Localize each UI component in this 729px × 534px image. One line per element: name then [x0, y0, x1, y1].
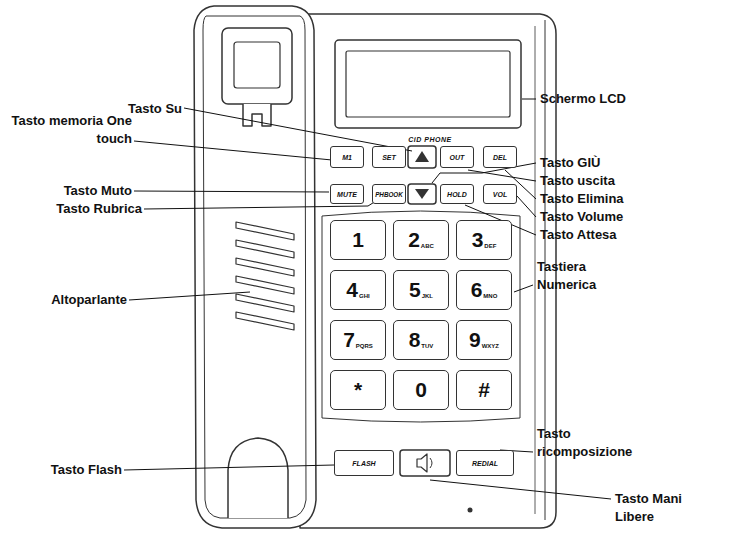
function-key: FLASH: [334, 450, 394, 476]
function-key: VOL: [483, 184, 517, 204]
key-label: 9: [469, 328, 481, 352]
keypad-key: *: [330, 370, 386, 410]
callout-label: Tastiera Numerica: [537, 258, 627, 293]
mouthpiece: [228, 438, 288, 518]
key-label: *: [354, 378, 362, 402]
function-key: OUT: [440, 146, 474, 168]
lcd-screen: [346, 51, 510, 117]
callout-label: Tasto Volume: [540, 208, 690, 226]
key-label: 7: [343, 328, 355, 352]
key-label: 4: [346, 278, 358, 302]
keypad-key: 7PQRS: [330, 320, 386, 360]
keypad-key: 1: [330, 220, 386, 260]
key-label: PHBOOK: [375, 191, 403, 198]
keypad-key: 9WXYZ: [456, 320, 512, 360]
key-label: 8: [409, 328, 421, 352]
handset: [194, 6, 316, 528]
key-label: 0: [415, 378, 427, 402]
callout-label: Tasto Muto: [6, 182, 132, 200]
callout-label: Tasto Rubrica: [6, 200, 142, 218]
key-label: 5: [409, 278, 421, 302]
callout-label: Tasto Flash: [6, 461, 122, 479]
callout-label: Tasto uscita: [540, 172, 690, 190]
key-letters: TUV: [421, 343, 433, 349]
keypad-key: 6MNO: [456, 270, 512, 310]
key-label: #: [478, 378, 490, 402]
key-label: DEL: [493, 154, 507, 161]
key-letters: JKL: [422, 293, 433, 299]
keypad-panel: [322, 211, 520, 422]
key-label: MUTE: [337, 191, 357, 198]
key-label: SET: [382, 154, 396, 161]
earpiece: [222, 28, 292, 104]
callout-label: Tasto GIÙ: [540, 154, 690, 172]
key-label: 1: [352, 228, 364, 252]
callout-label: Tasto ricomposizione: [537, 425, 637, 460]
keypad-key: 0: [393, 370, 449, 410]
function-key: DEL: [483, 146, 517, 168]
key-label: VOL: [493, 191, 507, 198]
handsfree-button: [400, 450, 450, 476]
function-key: MUTE: [330, 184, 364, 204]
callout-label: Altoparlante: [6, 291, 127, 309]
keypad-key: 3DEF: [456, 220, 512, 260]
lcd-frame: [335, 40, 521, 128]
keypad-key: 8TUV: [393, 320, 449, 360]
keypad-key: 2ABC: [393, 220, 449, 260]
key-letters: GHI: [359, 293, 370, 299]
key-label: 2: [408, 228, 420, 252]
key-label: 3: [472, 228, 484, 252]
keypad-key: 5JKL: [393, 270, 449, 310]
function-key: M1: [330, 146, 364, 168]
key-letters: MNO: [483, 293, 497, 299]
key-label: REDIAL: [472, 460, 498, 467]
callout-label: Schermo LCD: [540, 90, 690, 108]
key-letters: WXYZ: [482, 343, 499, 349]
keypad-key: #: [456, 370, 512, 410]
brand-label: CiD PHONE: [378, 136, 482, 143]
key-label: FLASH: [352, 460, 375, 467]
key-letters: PQRS: [356, 343, 373, 349]
down-button: [408, 184, 436, 204]
up-button: [408, 146, 436, 168]
key-label: 6: [471, 278, 483, 302]
speaker-grille: [236, 222, 294, 330]
callout-label: Tasto Mani Libere: [615, 490, 715, 525]
hook-tab: [243, 104, 271, 126]
key-label: HOLD: [447, 191, 467, 198]
function-key: PHBOOK: [372, 184, 406, 204]
function-key: HOLD: [440, 184, 474, 204]
function-key: REDIAL: [456, 450, 514, 476]
keypad-key: 4GHI: [330, 270, 386, 310]
key-letters: DEF: [484, 243, 496, 249]
key-letters: ABC: [421, 243, 434, 249]
key-label: M1: [342, 154, 352, 161]
callout-label: Tasto Attesa: [540, 226, 690, 244]
function-key: SET: [372, 146, 406, 168]
callout-label: Tasto memoria One touch: [6, 112, 132, 147]
phone-body: [300, 14, 556, 528]
callout-label: Tasto Elimina: [540, 190, 690, 208]
key-label: OUT: [450, 154, 465, 161]
